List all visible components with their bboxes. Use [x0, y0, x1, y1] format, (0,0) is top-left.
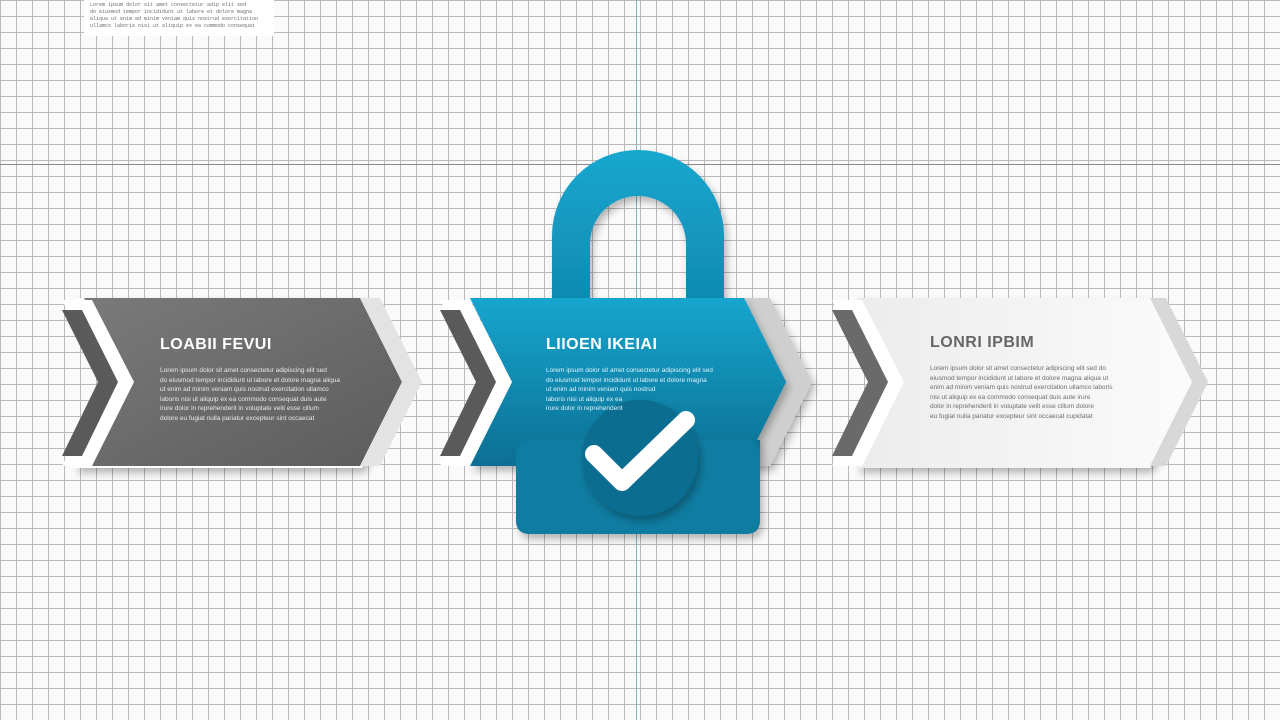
corner-note-line: ullamco laboris nisi ut aliquip ex ea co… — [90, 23, 256, 29]
step-card-body-line: do eiusmod tempor incididunt ut labore e… — [160, 376, 340, 384]
step-card-body-line: irure dolor in reprehenderit — [546, 405, 623, 412]
step-card-body-line: Lorem ipsum dolor sit amet consectetur a… — [930, 365, 1106, 372]
step-card-body-line: laboris nisi ut aliquip ex ea commodo co… — [160, 395, 327, 403]
step-card-right-text: LONRI IPBIM Lorem ipsum dolor sit amet c… — [930, 334, 1120, 421]
step-card-middle-text: LIIOEN IKEIAI Lorem ipsum dolor sit amet… — [546, 336, 736, 414]
step-card-body-line: laboris nisi ut aliquip ex ea — [546, 395, 623, 403]
corner-note-line: aliqua ut enim ad minim veniam quis nost… — [90, 16, 259, 22]
corner-note-line: Lorem ipsum dolor sit amet consectetur a… — [90, 2, 247, 8]
step-card-body-line: ut enim ad minim veniam quis nostrud — [546, 386, 656, 393]
step-card-title: LONRI IPBIM — [930, 334, 1035, 351]
step-card-body-line: do eiusmod tempor incididunt ut labore e… — [546, 376, 707, 384]
step-card-body-line: eu fugiat nulla pariatur excepteur sint … — [930, 412, 1093, 420]
check-icon — [582, 400, 698, 516]
step-card-left-text: LOABII FEVUI Lorem ipsum dolor sit amet … — [160, 336, 350, 423]
step-card-right — [832, 298, 1208, 468]
step-card-body-line: dolore eu fugiat nulla pariatur excepteu… — [160, 414, 315, 422]
step-card-body-line: Lorem ipsum dolor sit amet consectetur a… — [160, 367, 327, 374]
step-card-left — [62, 298, 422, 468]
step-card-body-line: enim ad minim veniam quis nostrud exerci… — [930, 384, 1113, 391]
chevron-right-icon — [62, 300, 134, 466]
step-card-body-line: eiusmod tempor incididunt ut labore et d… — [930, 374, 1109, 382]
chevron-right-icon — [832, 300, 904, 466]
step-card-title: LIIOEN IKEIAI — [546, 336, 658, 353]
step-card-body-line: Lorem ipsum dolor sit amet consectetur a… — [546, 367, 713, 374]
corner-text-note: Lorem ipsum dolor sit amet consectetur a… — [84, 0, 274, 36]
step-card-body-line: dolor in reprehenderit in voluptate veli… — [930, 403, 1095, 410]
step-card-title: LOABII FEVUI — [160, 336, 272, 353]
step-card-body-line: irure dolor in reprehenderit in voluptat… — [160, 405, 319, 412]
chevron-right-icon — [440, 300, 512, 466]
step-card-body-line: ut enim ad minim veniam quis nostrud exe… — [160, 386, 329, 393]
step-card-body-line: nisi ut aliquip ex ea commodo consequat … — [930, 393, 1091, 401]
corner-note-line: do eiusmod tempor incididunt ut labore e… — [90, 9, 253, 15]
